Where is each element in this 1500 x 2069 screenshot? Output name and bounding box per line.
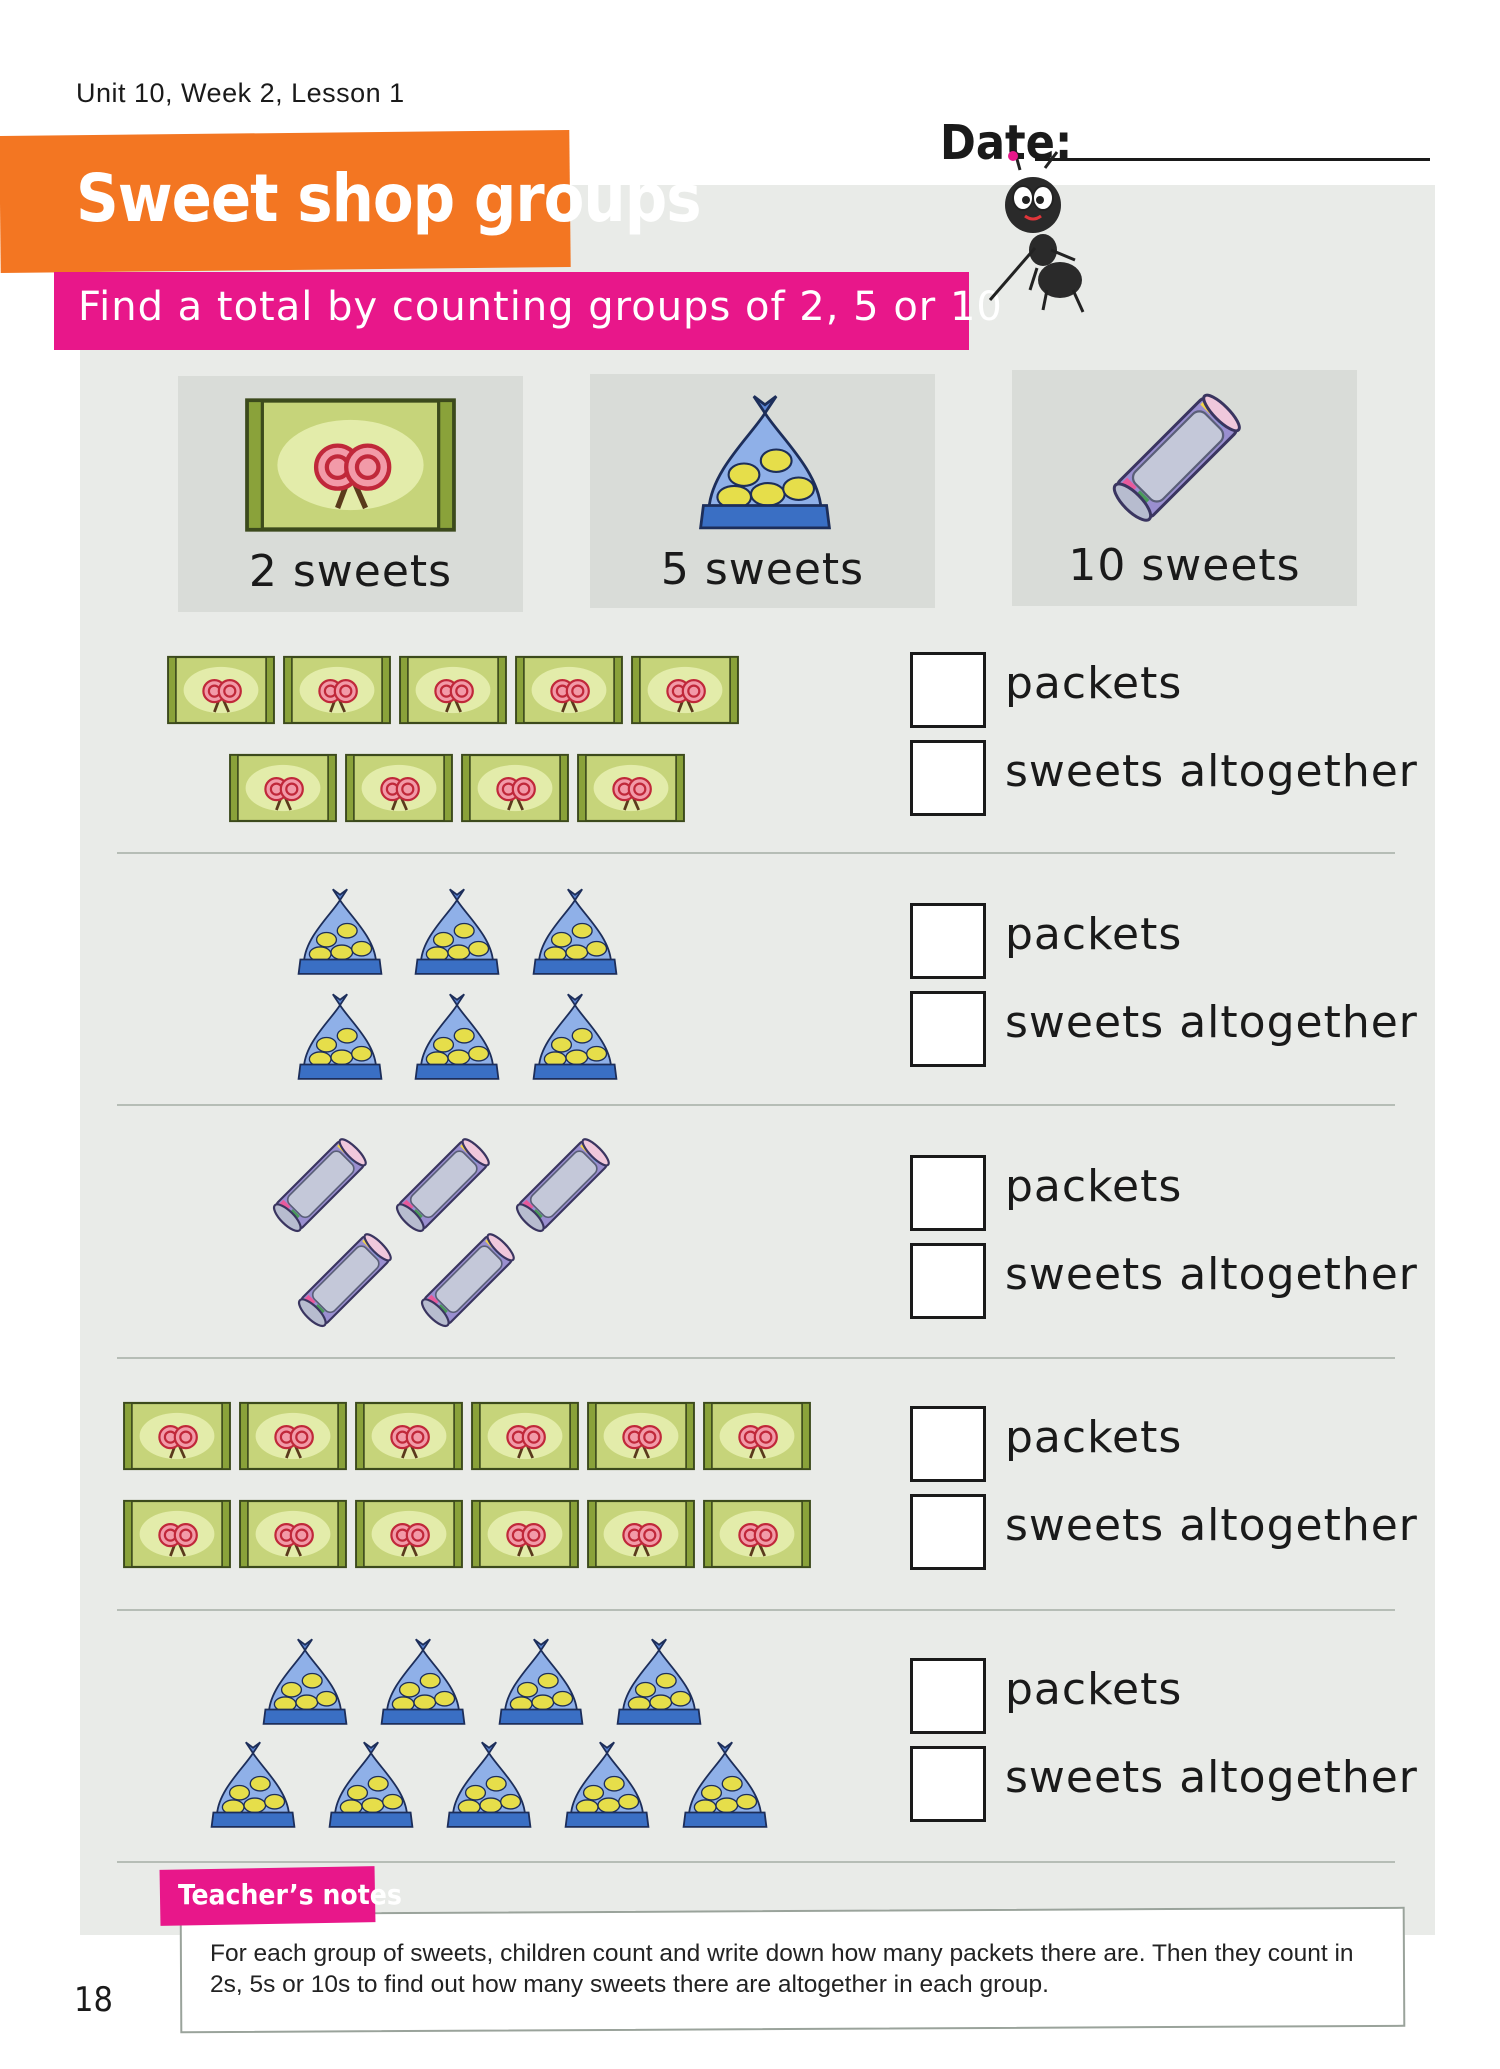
- row-divider: [117, 1609, 1395, 1611]
- packets-answer-box[interactable]: [910, 1406, 986, 1482]
- sweets-altogether-label: sweets altogether: [1005, 746, 1418, 797]
- key-label: 10 sweets: [1068, 540, 1301, 591]
- key-card-10-sweets: 10 sweets: [1012, 370, 1357, 606]
- packets-label: packets: [1005, 1412, 1183, 1463]
- row-divider: [117, 1861, 1395, 1863]
- key-label: 2 sweets: [248, 546, 453, 597]
- key-card-2-sweets: 2 sweets: [178, 376, 523, 612]
- sweets-altogether-label: sweets altogether: [1005, 1500, 1418, 1551]
- ant-mascot-icon: [988, 151, 1085, 313]
- sweet-bag-icon: [208, 1738, 298, 1833]
- sweets-answer-box[interactable]: [910, 1494, 986, 1570]
- lesson-reference: Unit 10, Week 2, Lesson 1: [76, 78, 405, 108]
- packets-label: packets: [1005, 909, 1183, 960]
- sweet-bag-icon: [496, 1635, 586, 1730]
- sweets-answer-box[interactable]: [910, 1243, 986, 1319]
- sweet-bag-icon: [326, 1738, 416, 1833]
- row-divider: [117, 1104, 1395, 1106]
- sweet-bag-icon: [378, 1635, 468, 1730]
- row-divider: [117, 1357, 1395, 1359]
- sweets-answer-box[interactable]: [910, 740, 986, 816]
- key-card-5-sweets: 5 sweets: [590, 374, 935, 608]
- key-label: 5 sweets: [660, 544, 865, 595]
- sweets-altogether-label: sweets altogether: [1005, 997, 1418, 1048]
- teachers-notes-text: For each group of sweets, children count…: [210, 1940, 1354, 1998]
- sweets-answer-box[interactable]: [910, 1746, 986, 1822]
- sweet-bag-icon: [444, 1738, 534, 1833]
- packets-label: packets: [1005, 658, 1183, 709]
- sweet-bag-icon: [562, 1738, 652, 1833]
- date-write-line[interactable]: [1035, 158, 1430, 161]
- packets-label: packets: [1005, 1161, 1183, 1212]
- sweets-altogether-label: sweets altogether: [1005, 1249, 1418, 1300]
- sweet-bag-icon: [680, 1738, 770, 1833]
- sweet-bag-icon: [260, 1635, 350, 1730]
- sweets-altogether-label: sweets altogether: [1005, 1752, 1418, 1803]
- packets-answer-box[interactable]: [910, 903, 986, 979]
- page-title: Sweet shop groups: [76, 160, 702, 237]
- packets-answer-box[interactable]: [910, 1658, 986, 1734]
- teachers-notes-heading: Teacher’s notes: [178, 1878, 402, 1911]
- sweet-bag-icon: [614, 1635, 704, 1730]
- packets-answer-box[interactable]: [910, 1155, 986, 1231]
- packets-answer-box[interactable]: [910, 652, 986, 728]
- packets-label: packets: [1005, 1664, 1183, 1715]
- page-subtitle: Find a total by counting groups of 2, 5 …: [78, 284, 1003, 330]
- page-number: 18: [74, 1980, 113, 2020]
- row-divider: [117, 852, 1395, 854]
- subtitle-banner: [54, 272, 969, 350]
- sweets-answer-box[interactable]: [910, 991, 986, 1067]
